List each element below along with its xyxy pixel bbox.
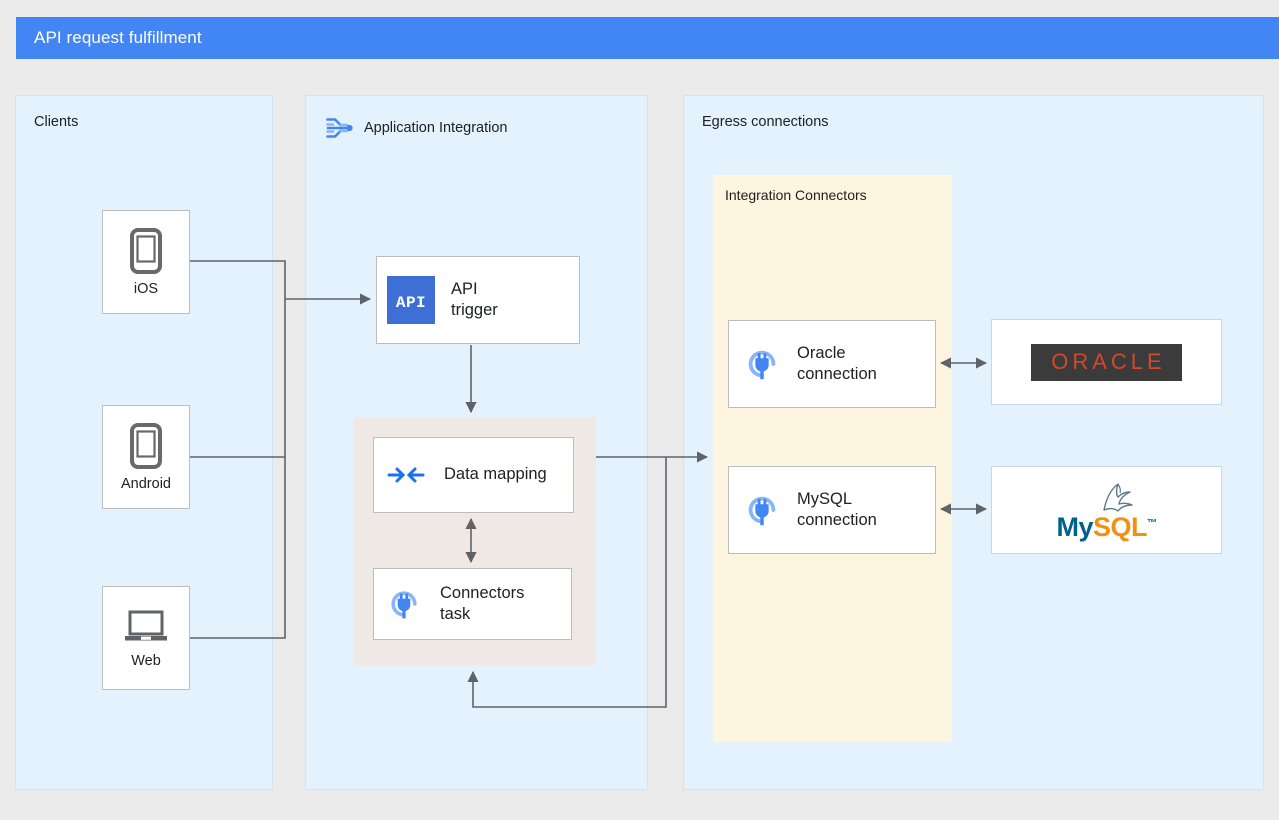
panel-egress-label: Egress connections xyxy=(702,114,829,130)
client-label-ios: iOS xyxy=(133,281,159,297)
node-data-mapping[interactable]: Data mapping xyxy=(373,437,574,513)
node-api-trigger[interactable]: API API trigger xyxy=(376,256,580,344)
panel-clients-label: Clients xyxy=(34,114,79,130)
oracle-logo: ORACLE xyxy=(1031,343,1182,381)
node-connectors-task[interactable]: Connectors task xyxy=(373,568,572,640)
group-integration-connectors-label: Integration Connectors xyxy=(725,187,867,203)
node-label-oracle-connection: Oracle connection xyxy=(797,343,877,383)
client-node-android[interactable]: Android xyxy=(102,405,190,509)
connectors-plug-icon xyxy=(386,586,422,622)
api-trigger-icon: API xyxy=(387,276,435,324)
data-mapping-icon xyxy=(386,460,426,490)
client-node-ios[interactable]: iOS xyxy=(102,210,190,314)
phone-icon xyxy=(128,422,164,470)
node-label-api-trigger: API trigger xyxy=(451,279,498,319)
panel-application-integration-label: Application Integration xyxy=(364,120,508,136)
panel-application-integration-header: Application Integration xyxy=(324,114,508,142)
mysql-text-my: My xyxy=(1056,511,1093,542)
panel-egress-header: Egress connections xyxy=(702,114,829,130)
group-integration-connectors: Integration Connectors xyxy=(713,175,952,742)
node-label-mysql-connection: MySQL connection xyxy=(797,489,877,529)
node-oracle-connection[interactable]: Oracle connection xyxy=(728,320,936,408)
panel-clients-header: Clients xyxy=(34,114,78,130)
client-label-android: Android xyxy=(121,476,171,492)
node-label-connectors-task: Connectors task xyxy=(440,583,525,623)
mysql-wordmark: MySQL™ xyxy=(1056,511,1157,542)
application-integration-icon xyxy=(324,114,354,142)
client-node-web[interactable]: Web xyxy=(102,586,190,690)
system-logo-oracle: ORACLE xyxy=(991,319,1222,405)
node-mysql-connection[interactable]: MySQL connection xyxy=(728,466,936,554)
svg-text:API: API xyxy=(396,294,426,312)
mysql-trademark: ™ xyxy=(1147,517,1157,529)
node-label-data-mapping: Data mapping xyxy=(444,465,547,484)
dolphin-icon xyxy=(1102,482,1133,512)
phone-icon xyxy=(128,227,164,275)
laptop-icon xyxy=(122,607,170,647)
connectors-plug-icon xyxy=(743,491,781,529)
system-logo-mysql: MySQL™ xyxy=(991,466,1222,554)
page-title: API request fulfillment xyxy=(34,28,202,47)
mysql-text-sql: SQL xyxy=(1093,511,1148,542)
diagram-title-bar: API request fulfillment xyxy=(16,17,1279,59)
connectors-plug-icon xyxy=(743,345,781,383)
mysql-logo: MySQL™ xyxy=(1056,480,1157,542)
client-label-web: Web xyxy=(131,653,161,669)
